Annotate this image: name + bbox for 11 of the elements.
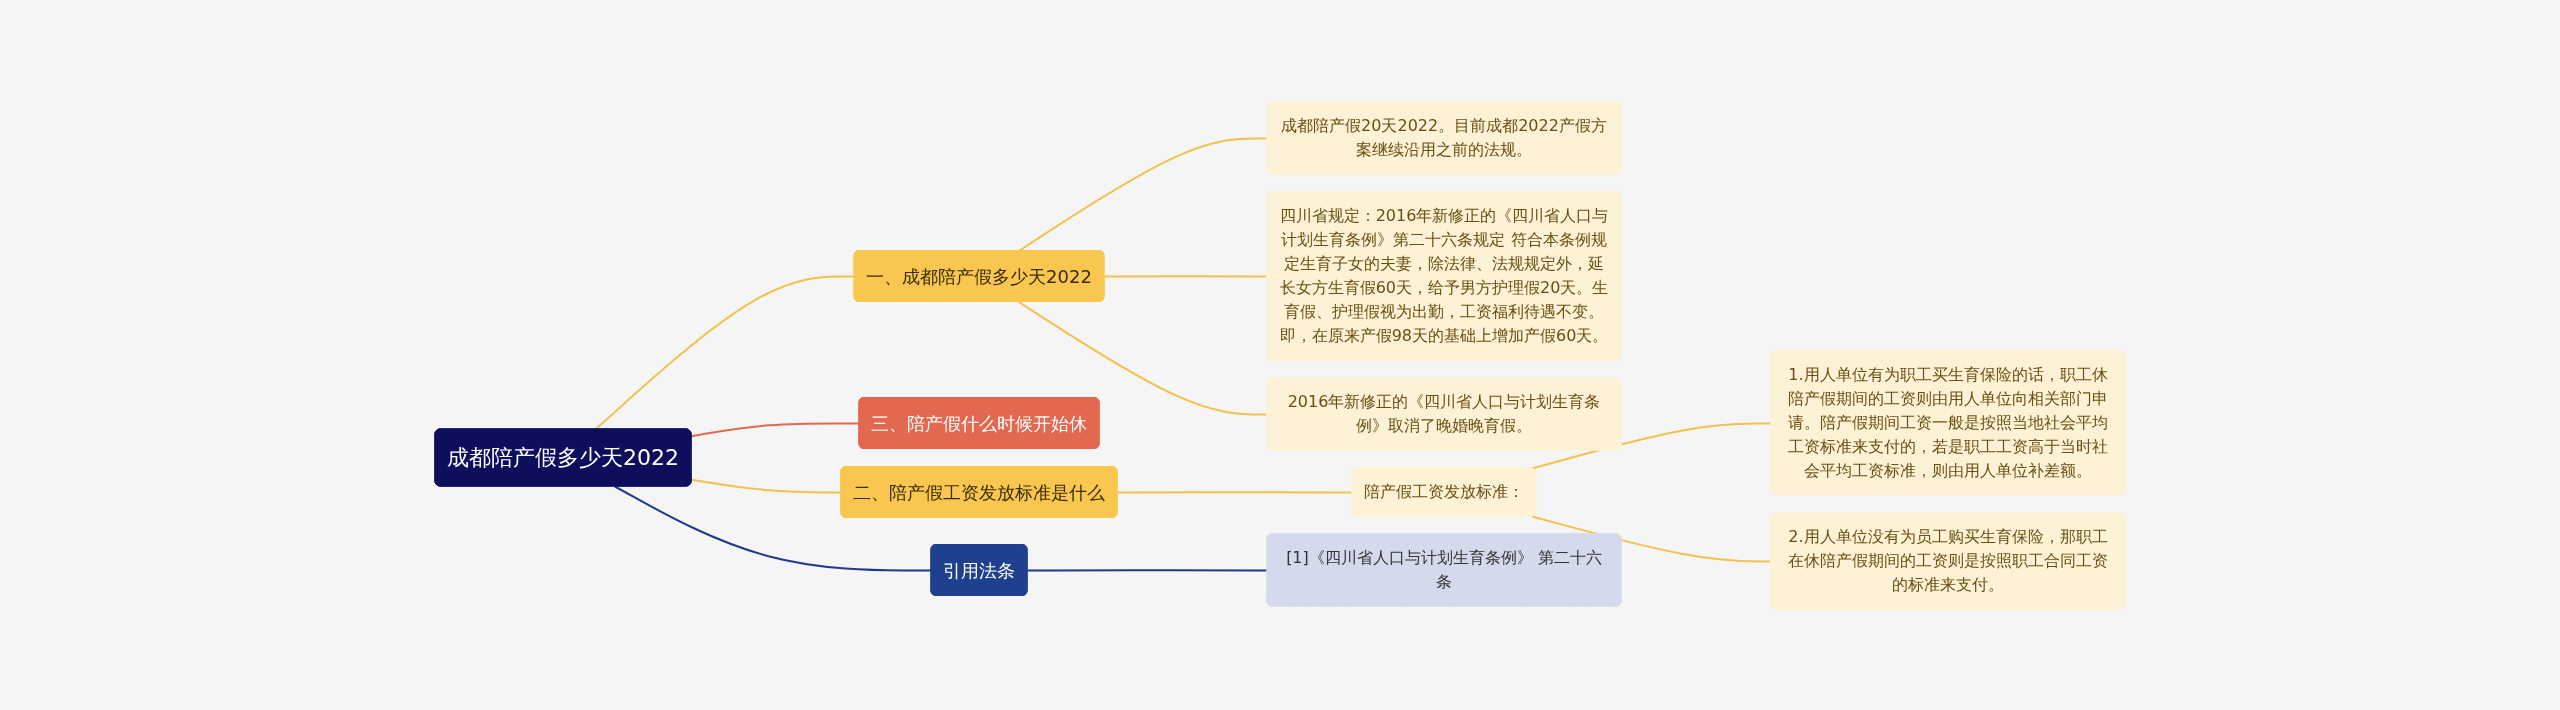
connector bbox=[1017, 300, 1269, 415]
connector bbox=[1531, 514, 1773, 562]
connector bbox=[594, 274, 856, 430]
connector bbox=[613, 485, 933, 571]
connector bbox=[1531, 421, 1773, 470]
connector bbox=[690, 421, 861, 437]
connector bbox=[690, 478, 843, 493]
connector bbox=[1026, 568, 1269, 571]
connector bbox=[1017, 136, 1269, 252]
connector bbox=[1116, 490, 1354, 493]
connector bbox=[1103, 274, 1269, 277]
